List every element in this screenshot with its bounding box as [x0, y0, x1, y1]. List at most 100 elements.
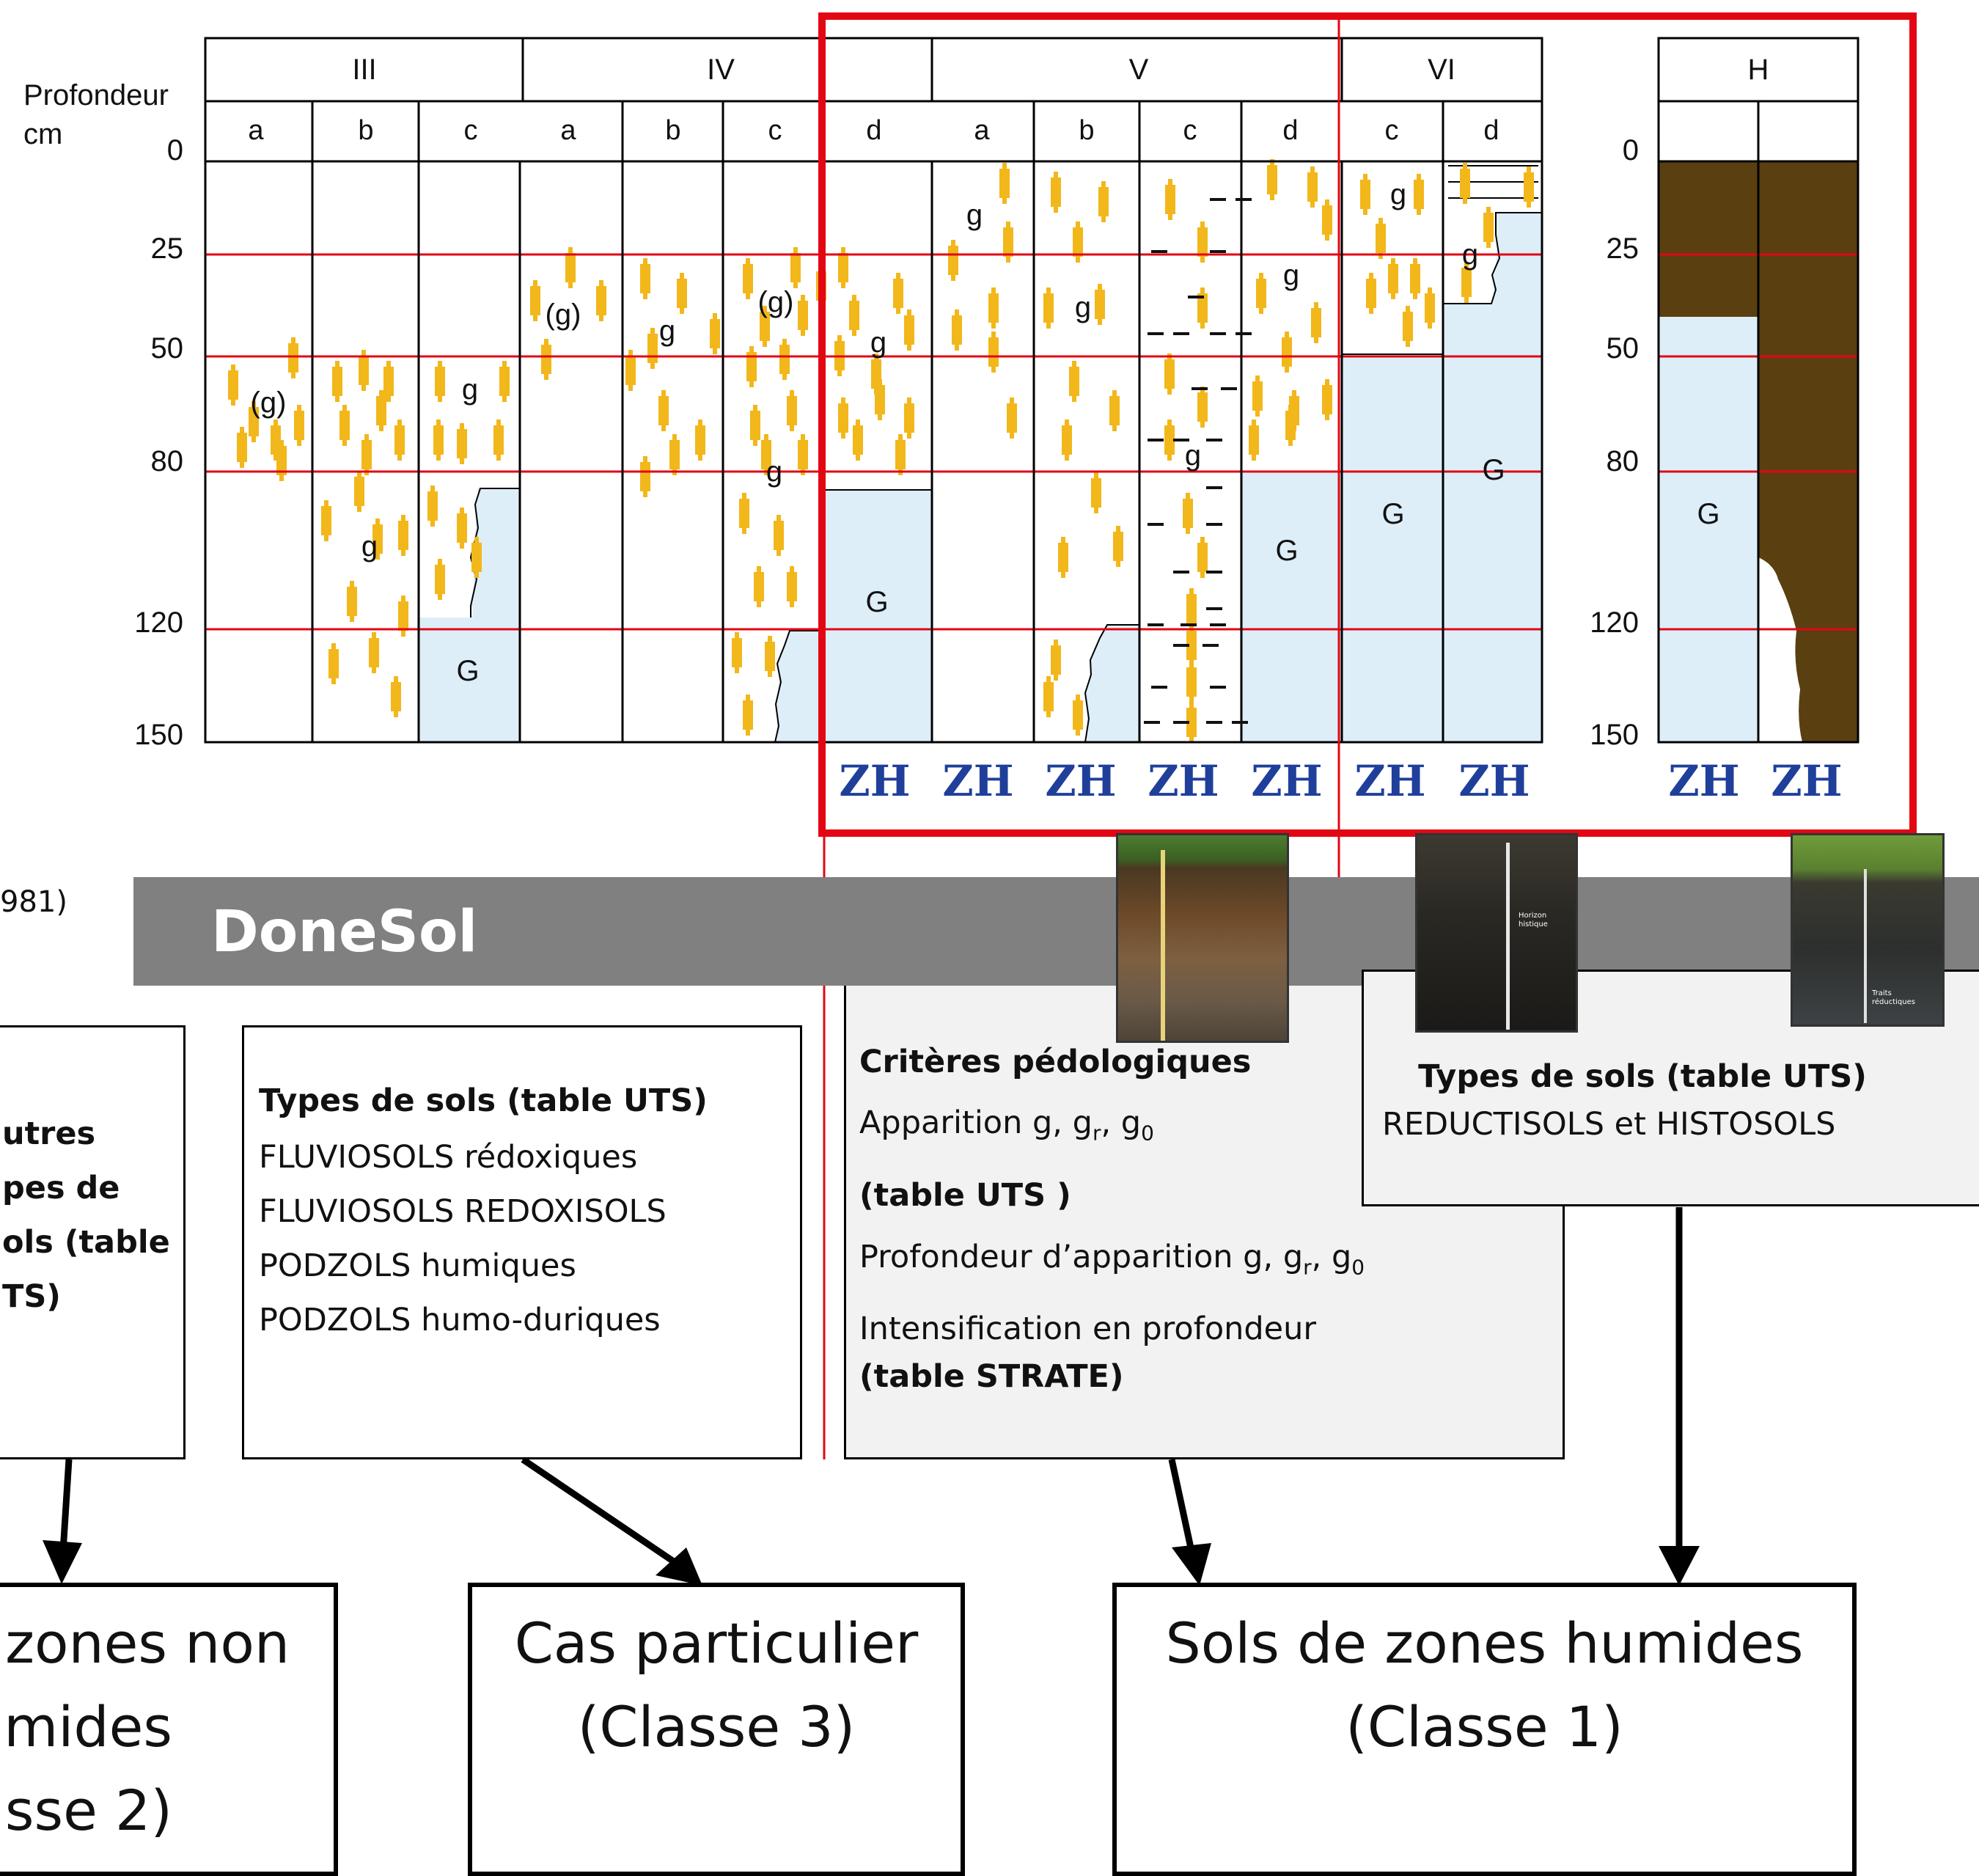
redox-mottle-symbol: [743, 695, 753, 736]
mid-box-item-4: PODZOLS humo-duriques: [259, 1302, 661, 1338]
label-V-a: g: [966, 199, 983, 231]
redox-mottle-symbol: [398, 515, 408, 556]
redox-mottle-symbol: [1095, 284, 1105, 325]
redox-mottle-symbol: [596, 280, 606, 321]
zh-label-VI-d: ZH: [1458, 756, 1530, 806]
zh-label-V-d: ZH: [1251, 756, 1322, 806]
zh-label-VI-c: ZH: [1354, 756, 1425, 806]
depth-tick-150-right: 150: [1590, 719, 1639, 751]
class-IV-label: IV: [707, 54, 735, 86]
depth-axis-unit: cm: [23, 118, 62, 150]
label-H-G: G: [1697, 498, 1719, 530]
redox-mottle-symbol: [1069, 361, 1079, 402]
redox-mottle-symbol: [1252, 375, 1263, 417]
redox-mottle-symbol: [1307, 166, 1318, 208]
arrow-head-right: [1659, 1546, 1700, 1586]
depth-axis: Profondeur cm 0 25 50 80 120 150 0 25 50…: [23, 79, 1639, 751]
redox-mottle-symbol: [493, 419, 504, 461]
depth-tick-0: 0: [167, 134, 183, 166]
gley-V-d: [1241, 472, 1342, 742]
redox-mottle-symbol: [1113, 526, 1123, 567]
redox-mottle-symbol: [904, 397, 914, 439]
outcome-3-line-2: (Classe 3): [577, 1694, 856, 1759]
redox-mottle-symbol: [347, 581, 357, 622]
redox-mottle-symbol: [695, 419, 705, 461]
photo-2-label-1: Horizon: [1519, 912, 1547, 920]
photo-3-stake: [1864, 869, 1867, 1023]
arrow-head-crit: [1172, 1543, 1211, 1586]
redox-mottle-symbol: [1410, 258, 1420, 299]
redox-mottle-symbol: [435, 361, 445, 402]
flow-arrows: [59, 1207, 1683, 1565]
redox-mottle-symbol: [798, 295, 808, 336]
redox-mottle-symbol: [1285, 405, 1296, 446]
redox-mottle-symbol: [1062, 419, 1072, 461]
redox-mottle-symbol: [1091, 472, 1101, 513]
gley-IV-d: [823, 490, 932, 742]
redox-mottle-symbol: [530, 280, 540, 321]
depth-tick-150: 150: [134, 719, 183, 751]
redox-mottle-symbol: [948, 240, 958, 281]
photo-3-label-2: réductiques: [1872, 998, 1915, 1006]
redox-mottle-symbol: [853, 419, 863, 461]
criteria-line-3: Profondeur d’apparition g, gr, g0: [859, 1238, 1365, 1280]
gley-IV-c: [775, 631, 823, 742]
outcome-1-line-2: (Classe 1): [1345, 1694, 1623, 1759]
redox-mottle-symbol: [798, 434, 808, 475]
left-box-line-2: pes de: [2, 1170, 120, 1206]
redox-mottle-symbol: [849, 295, 859, 336]
left-box-line-3: ols (table: [2, 1224, 170, 1261]
zh-labels: ZH ZH ZH ZH ZH ZH ZH ZH ZH: [839, 756, 1842, 806]
gepp-subheader: a b c a b c d a b c d c d: [204, 100, 1859, 163]
redox-mottle-symbol: [1186, 662, 1197, 703]
redox-mottle-symbol: [838, 397, 848, 439]
redox-mottle-symbol: [779, 339, 790, 380]
subcol-IV-a: a: [560, 115, 576, 146]
zh-label-V-c: ZH: [1148, 756, 1219, 806]
gley-VI-c: [1342, 354, 1443, 742]
redox-mottle-symbol: [1322, 199, 1332, 241]
class-H-label: H: [1748, 54, 1769, 86]
redox-mottle-symbol: [433, 419, 444, 461]
redox-mottle-symbol: [640, 456, 650, 497]
redox-mottle-symbol: [765, 636, 775, 677]
redox-mottle-symbol: [787, 566, 797, 607]
redox-mottle-symbol: [952, 309, 962, 351]
soil-profile-photo-2: Horizon histique: [1415, 833, 1578, 1033]
redox-mottle-symbol: [787, 390, 797, 431]
redox-mottle-symbol: [321, 500, 331, 541]
cut-citation: 981): [0, 885, 67, 919]
photo-1-stake: [1161, 850, 1165, 1041]
redox-mottle-symbol: [499, 361, 510, 402]
redox-mottle-symbol: [1007, 397, 1017, 439]
redox-mottle-symbol: [895, 434, 906, 475]
redox-mottle-symbol: [838, 247, 848, 288]
redox-mottle-symbol: [669, 434, 680, 475]
class-III-label: III: [352, 54, 376, 86]
label-III-b: g: [361, 530, 378, 563]
H-right-peat: [1758, 161, 1858, 742]
outcome-class-1: Sols de zones humides (Classe 1): [1112, 1583, 1857, 1876]
redox-mottle-symbol: [732, 632, 742, 673]
subcol-VI-d: d: [1483, 115, 1499, 146]
redox-mottle-symbol: [1109, 390, 1120, 431]
particular-soil-types-box: Types de sols (table UTS) FLUVIOSOLS réd…: [242, 1025, 802, 1459]
redox-mottle-symbol: [394, 419, 405, 461]
redox-mottle-symbol: [790, 247, 801, 288]
redox-mottle-symbol: [743, 258, 753, 299]
donesol-banner: DoneSol: [133, 877, 1979, 986]
horizon-labels: (g) g g G (g) g (g) g g G g g g g G g G …: [251, 178, 1720, 687]
subcol-III-c: c: [464, 115, 478, 146]
redox-mottle-symbol: [1073, 221, 1083, 263]
redox-mottle-symbol: [1414, 174, 1424, 215]
subcol-V-d: d: [1282, 115, 1298, 146]
gley-V-b: [1085, 625, 1139, 742]
redox-mottle-symbol: [1311, 302, 1321, 343]
redox-mottle-symbol: [774, 515, 784, 556]
redox-mottle-symbol: [647, 328, 658, 369]
outcome-class-3: Cas particulier (Classe 3): [468, 1583, 965, 1876]
redox-mottle-symbol: [1366, 273, 1376, 314]
soil-profile-photo-3: Traits réductiques: [1791, 833, 1945, 1027]
depth-tick-25-right: 25: [1607, 232, 1640, 265]
